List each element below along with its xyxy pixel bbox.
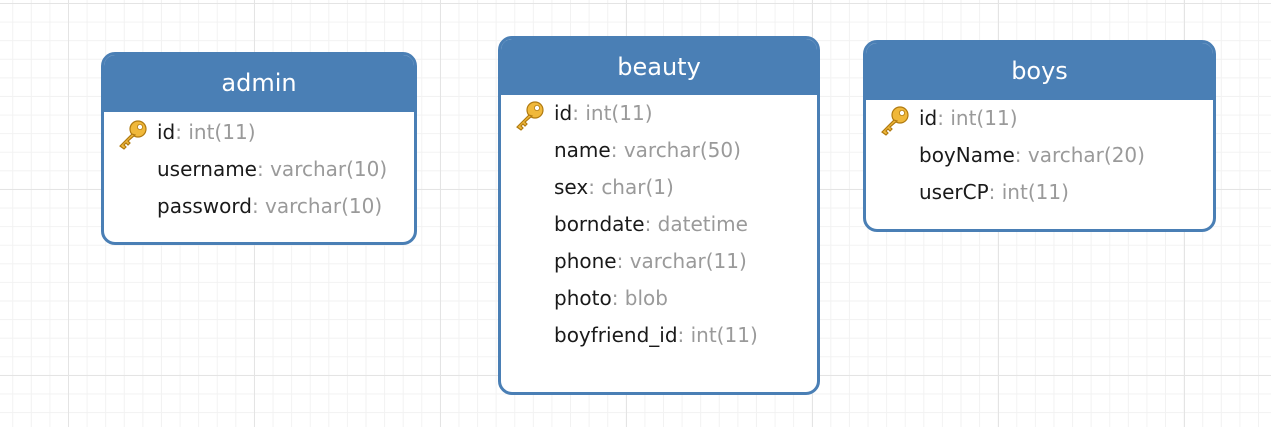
field-row[interactable]: userCP: int(11) xyxy=(866,174,1213,211)
field-type: : int(11) xyxy=(937,106,1018,130)
field-row[interactable]: boyfriend_id: int(11) xyxy=(501,317,817,354)
field-name: userCP xyxy=(919,180,989,204)
field-row[interactable]: sex: char(1) xyxy=(501,169,817,206)
field-row[interactable]: borndate: datetime xyxy=(501,206,817,243)
table-title-beauty: beauty xyxy=(501,39,817,95)
field-name: username xyxy=(157,157,257,181)
field-type: : char(1) xyxy=(588,175,674,199)
field-row[interactable]: id: int(11) xyxy=(501,95,817,132)
field-row[interactable]: id: int(11) xyxy=(104,114,414,151)
table-title-admin: admin xyxy=(104,55,414,112)
field-name: borndate xyxy=(554,212,645,236)
field-name: boyName xyxy=(919,143,1015,167)
field-row[interactable]: phone: varchar(11) xyxy=(501,243,817,280)
table-beauty[interactable]: beauty id: int(11) name: varchar(50) sex… xyxy=(498,36,820,395)
field-type: : int(11) xyxy=(677,323,758,347)
field-name: id xyxy=(554,101,573,125)
field-name: password xyxy=(157,194,252,218)
primary-key-icon xyxy=(878,106,912,136)
field-name: id xyxy=(157,120,176,144)
table-fields-boys: id: int(11) boyName: varchar(20) userCP:… xyxy=(866,100,1213,211)
field-name: photo xyxy=(554,286,612,310)
field-name: id xyxy=(919,106,938,130)
field-row[interactable]: photo: blob xyxy=(501,280,817,317)
field-type: : int(11) xyxy=(988,180,1069,204)
field-type: : varchar(50) xyxy=(610,138,741,162)
table-fields-admin: id: int(11) username: varchar(10) passwo… xyxy=(104,112,414,225)
primary-key-icon xyxy=(116,120,150,150)
field-type: : varchar(11) xyxy=(616,249,747,273)
table-title-boys: boys xyxy=(866,43,1213,100)
field-name: phone xyxy=(554,249,617,273)
field-type: : varchar(10) xyxy=(251,194,383,218)
field-type: : blob xyxy=(611,286,668,310)
field-type: : int(11) xyxy=(175,120,256,144)
field-row[interactable]: boyName: varchar(20) xyxy=(866,137,1213,174)
field-name: name xyxy=(554,138,611,162)
field-type: : int(11) xyxy=(572,101,653,125)
field-name: sex xyxy=(554,175,589,199)
field-row[interactable]: name: varchar(50) xyxy=(501,132,817,169)
field-type: : varchar(10) xyxy=(257,157,388,181)
field-type: : datetime xyxy=(644,212,748,236)
table-admin[interactable]: admin id: int(11) username: varchar(10) … xyxy=(101,52,417,245)
field-row[interactable]: username: varchar(10) xyxy=(104,151,414,188)
field-name: boyfriend_id xyxy=(554,323,678,347)
table-boys[interactable]: boys id: int(11) boyName: varchar(20) us… xyxy=(863,40,1216,232)
table-fields-beauty: id: int(11) name: varchar(50) sex: char(… xyxy=(501,95,817,354)
field-row[interactable]: password: varchar(10) xyxy=(104,188,414,225)
field-row[interactable]: id: int(11) xyxy=(866,100,1213,137)
field-type: : varchar(20) xyxy=(1014,143,1145,167)
primary-key-icon xyxy=(513,101,547,131)
